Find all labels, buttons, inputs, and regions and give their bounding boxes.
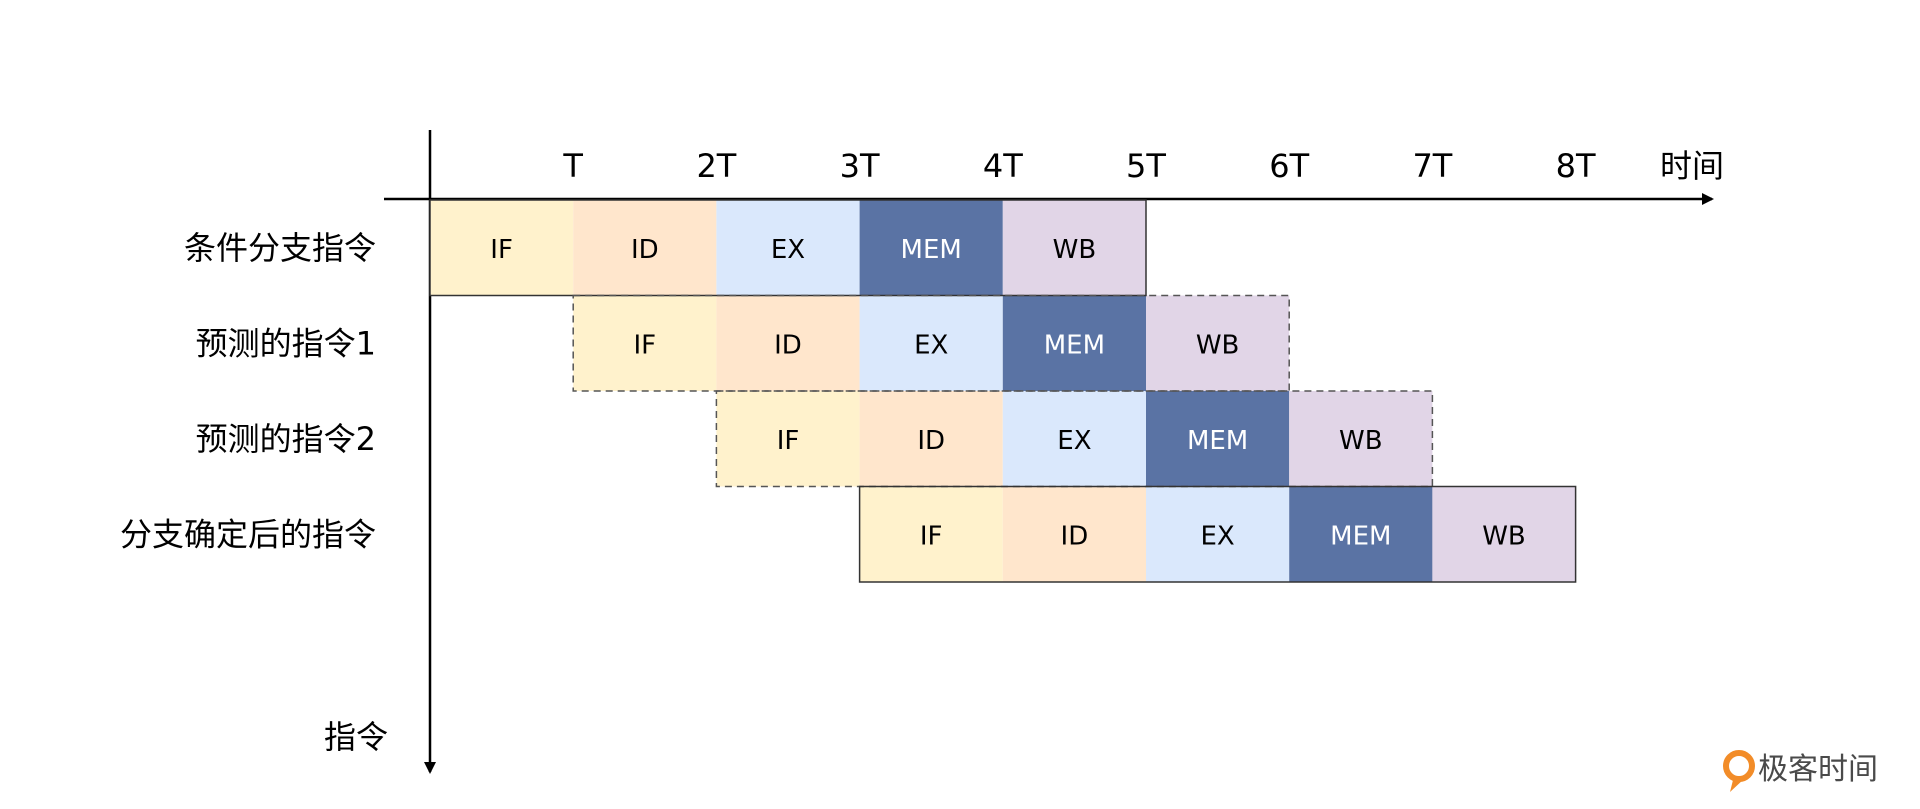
stage-cell-if: IF [859,486,1003,582]
stage-cell-fill [716,295,860,391]
row-borders [429,199,1577,583]
row-border [858,485,1577,583]
stage-cell-label: WB [1339,426,1383,456]
stage-cell-fill [1002,200,1146,296]
stage-cell-mem: MEM [1002,295,1146,391]
instruction-row-label: 条件分支指令 [184,229,376,267]
stage-cell-mem: MEM [1289,486,1433,582]
stage-cell-fill [716,391,860,487]
stage-cell-fill [1002,486,1146,582]
stage-cell-label: MEM [1044,330,1105,360]
stage-cell-label: WB [1482,521,1526,551]
stage-cell-fill [1146,295,1290,391]
instruction-row-label: 预测的指令1 [196,324,376,362]
stage-cell-label: EX [1057,426,1091,456]
stage-cell-mem: MEM [859,200,1003,296]
stage-cell-fill [1146,486,1290,582]
stage-cell-fill [430,200,574,296]
stage-cell-fill [1002,391,1146,487]
stage-cell-label: IF [920,521,943,551]
time-tick-label: 7T [1412,147,1452,185]
stage-cell-fill [716,200,860,296]
stage-cell-label: WB [1196,330,1240,360]
stage-cell-fill [1002,295,1146,391]
stage-cell-label: ID [917,426,945,456]
time-axis-label: 时间 [1660,147,1724,185]
stage-cell-fill [573,200,717,296]
instruction-row-label: 分支确定后的指令 [120,515,376,553]
stage-cell-label: ID [774,330,802,360]
row-border [572,294,1290,392]
stage-cell-id: ID [716,295,860,391]
stage-cell-label: WB [1053,235,1097,265]
pipeline-cells: IF ID EX MEM WB IF ID EX MEM WB IF ID EX MEM WB IF ID EX M… [430,200,1576,582]
stage-cell-fill [1289,391,1433,487]
instruction-row-label: 预测的指令2 [196,420,376,458]
time-tick-label: 3T [840,147,880,185]
time-tick-label: 4T [983,147,1023,185]
stage-cell-fill [859,200,1003,296]
stage-cell-label: IF [490,235,513,265]
time-tick-label: T [562,147,583,185]
stage-cell-id: ID [573,200,717,296]
stage-cell-fill [573,295,717,391]
stage-cell-label: MEM [901,235,962,265]
stage-cell-wb: WB [1432,486,1576,582]
stage-cell-fill [859,486,1003,582]
stage-cell-id: ID [859,391,1003,487]
time-tick-label: 2T [696,147,736,185]
stage-cell-label: IF [777,426,800,456]
stage-cell-fill [1146,391,1290,487]
time-tick-label: 8T [1556,147,1596,185]
logo-tail-icon [1730,776,1744,792]
time-tick-label: 5T [1126,147,1166,185]
stage-cell-label: MEM [1330,521,1391,551]
stage-cell-id: ID [1002,486,1146,582]
logo-icon [1723,750,1755,782]
time-axis-ticks: T 2T 3T 4T 5T 6T 7T 8T [562,147,1596,185]
stage-cell-ex: EX [859,295,1003,391]
stage-cell-fill [1289,486,1433,582]
stage-cell-wb: WB [1146,295,1290,391]
stage-cell-wb: WB [1289,391,1433,487]
stage-cell-label: MEM [1187,426,1248,456]
instruction-axis-label: 指令 [324,718,388,756]
time-tick-label: 6T [1269,147,1309,185]
stage-cell-ex: EX [1146,486,1290,582]
row-border [429,199,1147,297]
stage-cell-fill [859,295,1003,391]
stage-cell-mem: MEM [1146,391,1290,487]
stage-cell-label: EX [914,330,948,360]
geektime-logo: 极客时间 [1723,750,1878,792]
stage-cell-if: IF [716,391,860,487]
stage-cell-label: EX [771,235,805,265]
stage-cell-fill [859,391,1003,487]
stage-cell-wb: WB [1002,200,1146,296]
stage-cell-label: IF [633,330,656,360]
stage-cell-label: EX [1200,521,1234,551]
stage-cell-label: ID [631,235,659,265]
stage-cell-ex: EX [1002,391,1146,487]
stage-cell-ex: EX [716,200,860,296]
watermark-text: 极客时间 [1758,752,1878,787]
stage-cell-fill [1432,486,1576,582]
stage-cell-if: IF [573,295,717,391]
stage-cell-label: ID [1061,521,1089,551]
stage-cell-if: IF [430,200,574,296]
